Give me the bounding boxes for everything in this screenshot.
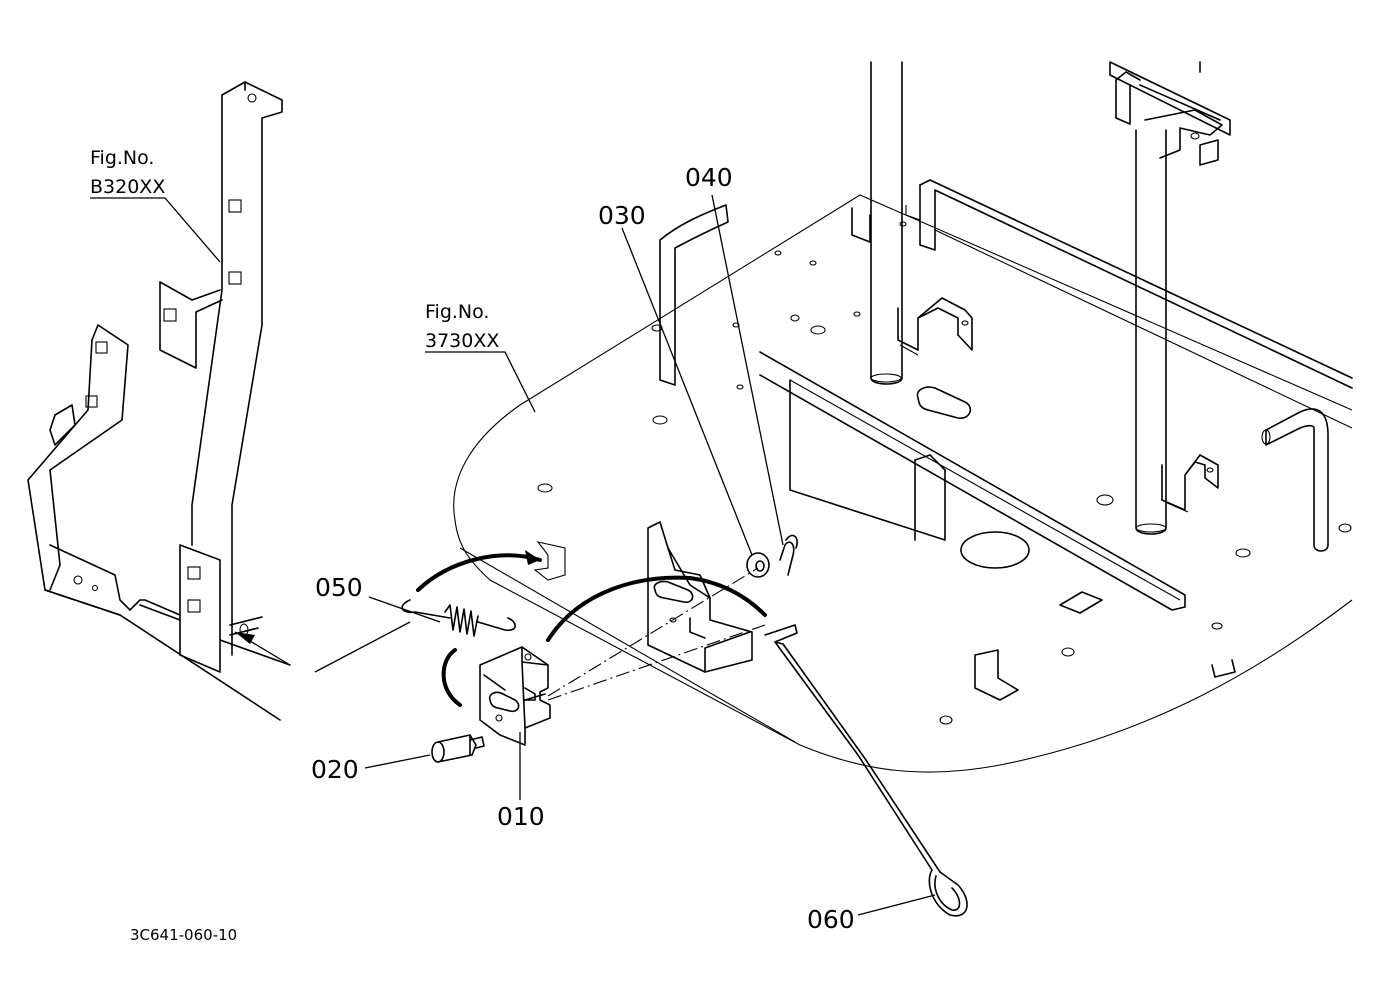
figref-3730xx-line2: 3730XX [425, 330, 499, 352]
spring-050 [401, 599, 516, 637]
clevis-pin-020 [431, 734, 485, 763]
figref-b320xx-line1: Fig.No. [90, 147, 154, 169]
figref-b320xx-line2: B320XX [90, 176, 165, 198]
callout-020: 020 [311, 755, 359, 784]
figref-3730xx-line1: Fig.No. [425, 301, 489, 323]
washer-030 [746, 552, 770, 578]
drawing-code: 3C641-060-10 [130, 926, 237, 944]
seat-frame-tubes [851, 61, 1353, 552]
figure-ref-b320xx: Fig.No. B320XX [90, 147, 165, 198]
left-fender-panel [27, 324, 291, 721]
figure-ref-3730xx: Fig.No. 3730XX [425, 301, 499, 352]
leader-lines [90, 194, 936, 916]
lever-mount-bracket [647, 204, 753, 673]
assembly-arrows [234, 541, 767, 707]
latch-plate-010 [479, 646, 551, 746]
left-frame-bracket [159, 81, 283, 673]
callout-060: 060 [807, 905, 855, 934]
callout-010: 010 [497, 802, 545, 831]
callout-040: 040 [685, 163, 733, 192]
control-rod-060 [764, 624, 968, 917]
callout-050: 050 [315, 573, 363, 602]
floor-deck-plate [453, 194, 1353, 773]
callout-030: 030 [598, 201, 646, 230]
snap-pin-040 [779, 534, 798, 576]
